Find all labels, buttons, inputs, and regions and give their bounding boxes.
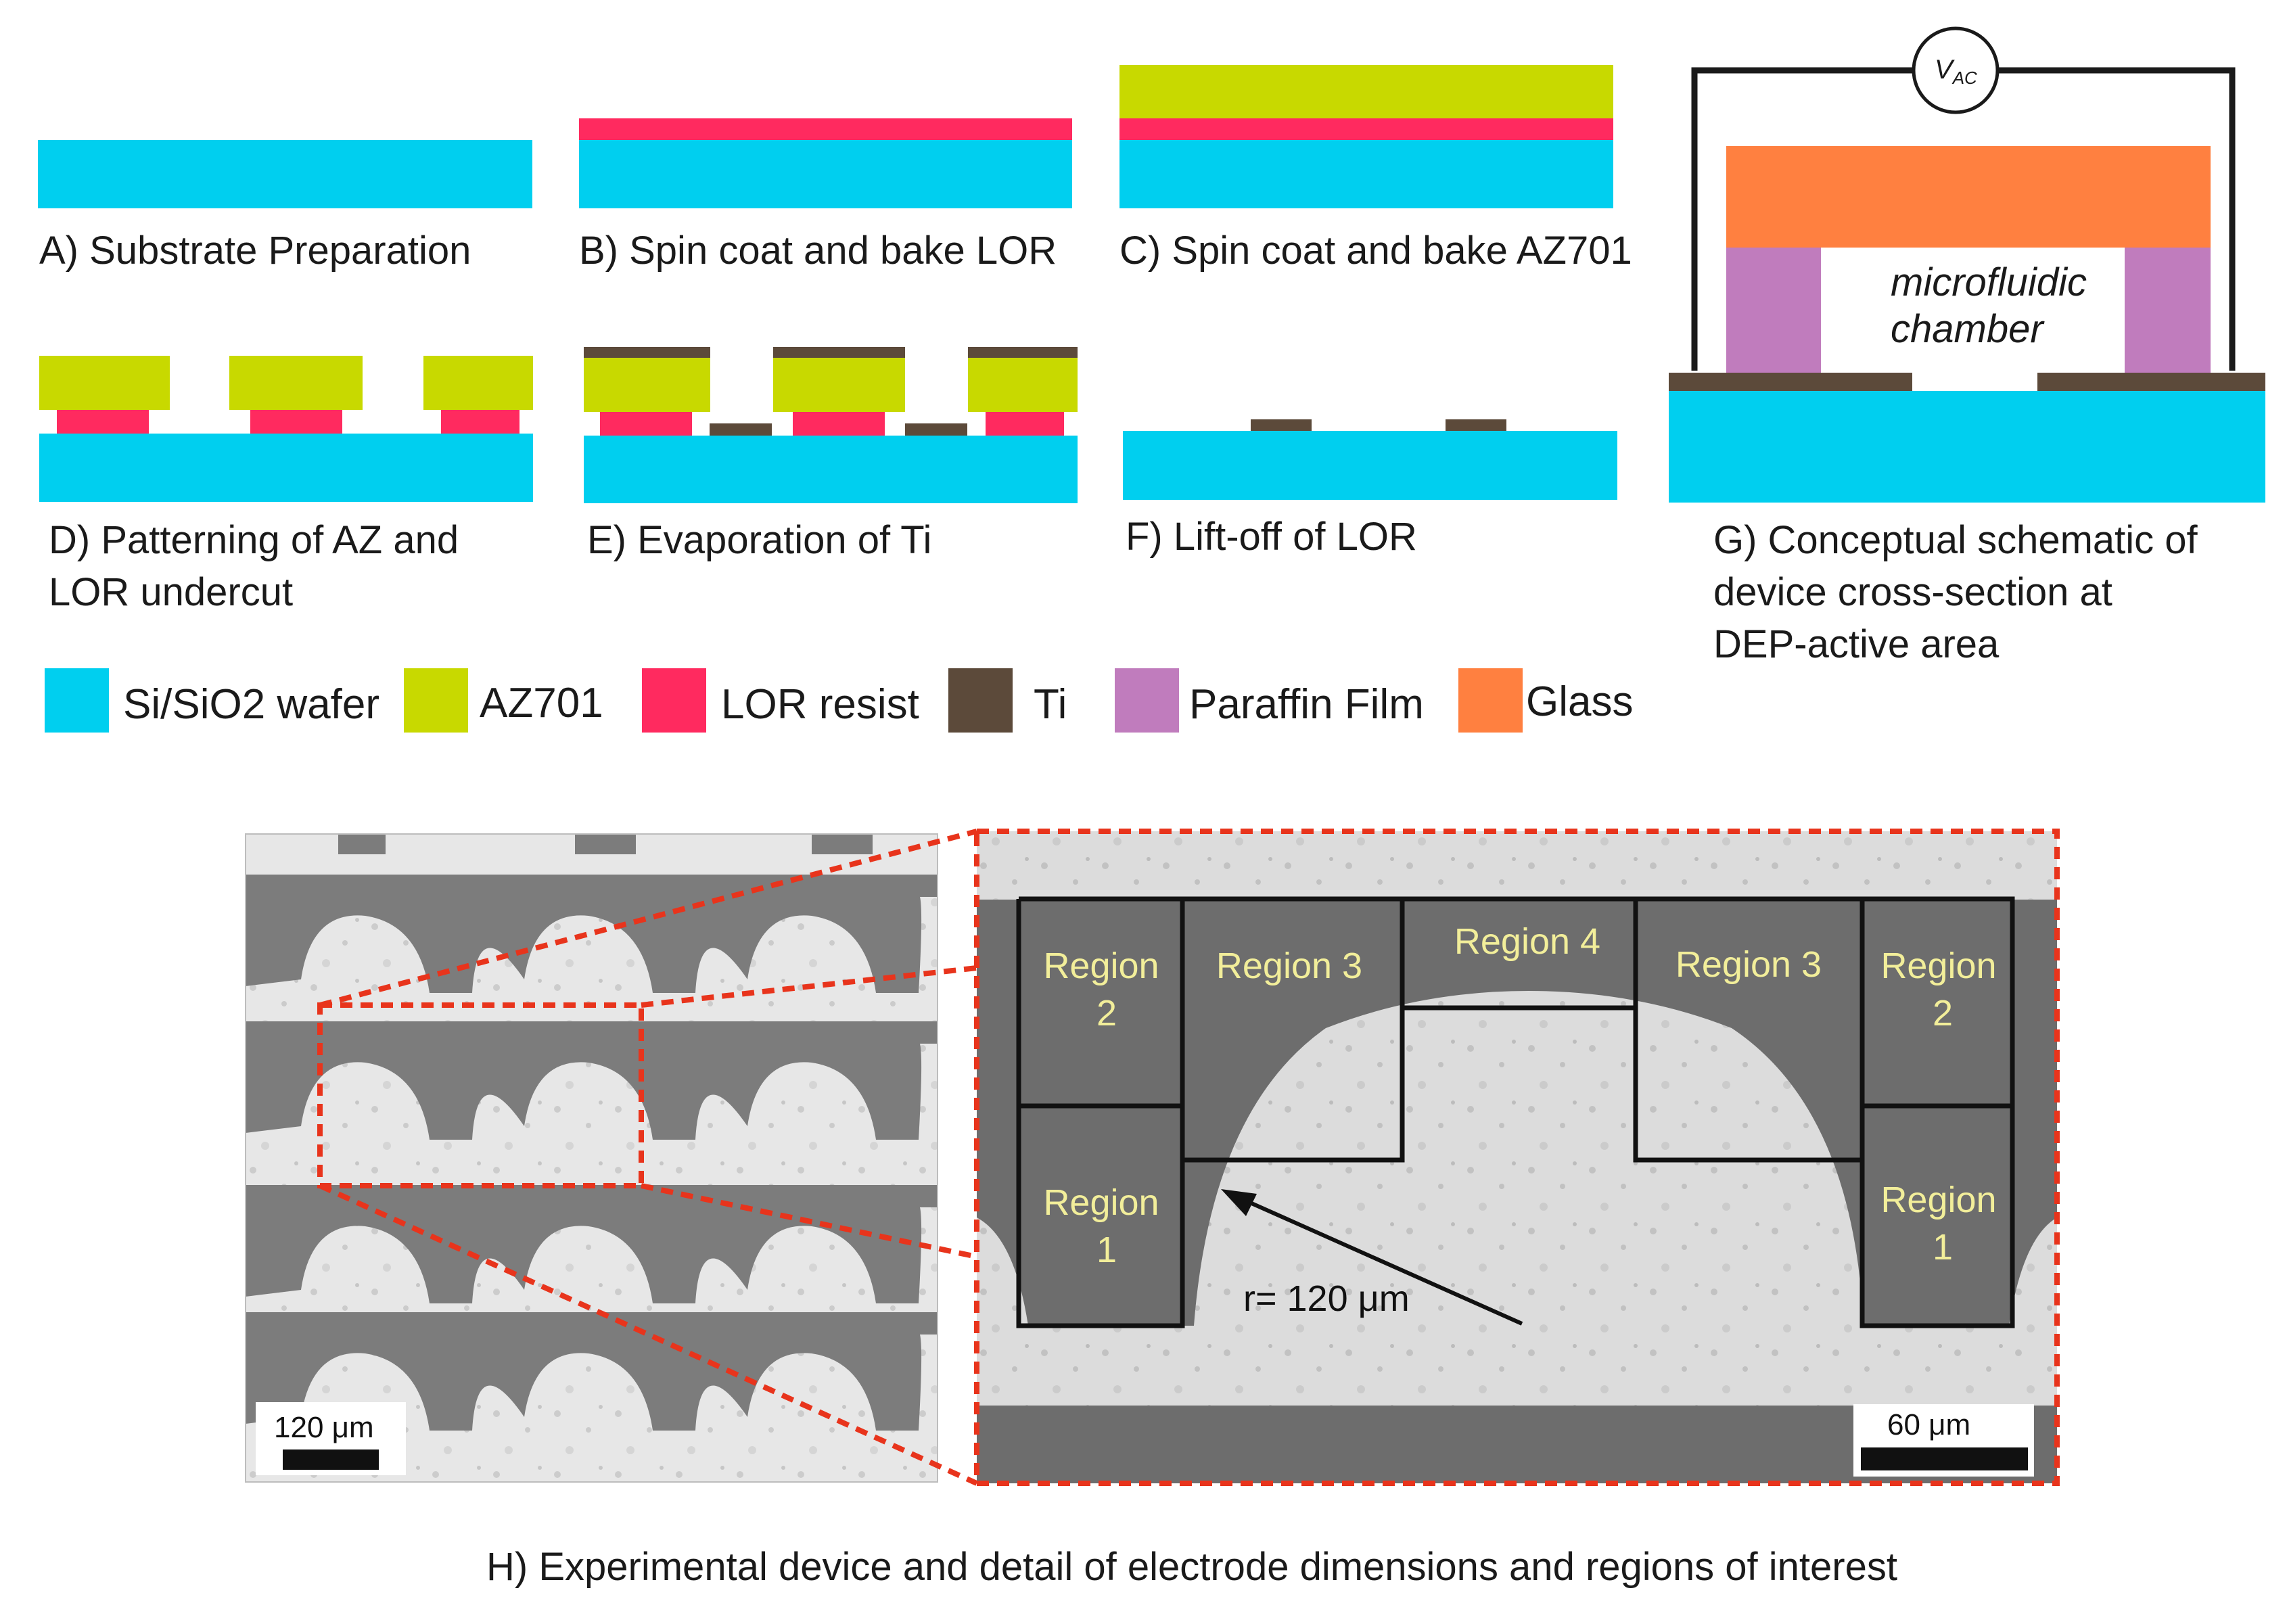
lor-block <box>250 410 342 434</box>
region-1-right-label-line1: Region <box>1880 1180 1996 1220</box>
region-1-right-label-line2: 1 <box>1933 1227 1953 1268</box>
ti-pad <box>905 423 967 436</box>
panel-b: B) Spin coat and bake LOR <box>579 118 1072 273</box>
region-2-left-label-line1: Region <box>1043 946 1159 986</box>
ti-layer <box>968 347 1078 358</box>
zoom-region-box <box>317 1002 644 1188</box>
electrode-row <box>246 1312 938 1431</box>
wafer-layer <box>1119 140 1613 208</box>
chamber-label-line1: microfluidic <box>1891 260 2087 304</box>
ac-source-icon <box>1912 26 2000 114</box>
legend: Si/SiO2 wafer AZ701 LOR resist Ti Paraff… <box>45 668 1633 733</box>
region-1-left-label-line1: Region <box>1043 1182 1159 1223</box>
panel-e: E) Evaporation of Ti <box>584 347 1078 562</box>
az701-block <box>229 356 363 410</box>
legend-swatch-paraffin <box>1115 668 1179 733</box>
panel-g: VAC microfluidic chamber G) Conceptual s… <box>1669 26 2265 666</box>
az701-block <box>773 358 905 412</box>
glass-slide <box>1726 146 2211 248</box>
legend-swatch-wafer <box>45 668 109 733</box>
panel-d: D) Patterning of AZ and LOR undercut <box>39 356 533 614</box>
step-g-caption-line3: DEP-active area <box>1713 622 2000 666</box>
legend-label-glass: Glass <box>1526 678 1633 725</box>
step-e-caption: E) Evaporation of Ti <box>587 518 931 562</box>
figure-caption: H) Experimental device and detail of ele… <box>486 1545 1897 1589</box>
step-g-caption-line1: G) Conceptual schematic of <box>1713 518 2198 562</box>
scale-bar <box>1861 1447 2028 1470</box>
lor-block <box>57 410 149 434</box>
ti-electrode <box>1669 373 1912 391</box>
vac-symbol: VAC <box>1935 55 1977 88</box>
ti-pad <box>710 423 772 436</box>
legend-swatch-az701 <box>404 668 468 733</box>
az701-block <box>39 356 170 410</box>
ti-pad <box>1251 419 1312 432</box>
lor-block <box>600 412 692 436</box>
ti-layer <box>773 347 905 358</box>
legend-swatch-ti <box>948 668 1013 733</box>
lor-layer <box>579 118 1072 141</box>
legend-label-wafer: Si/SiO2 wafer <box>123 681 379 728</box>
micrograph-overview: 120 μm <box>245 833 938 1483</box>
electrode-row <box>246 1185 938 1303</box>
step-g-caption-line2: device cross-section at <box>1713 570 2112 614</box>
micrograph-detail: Region 2 Region 3 Region 4 Region 3 Regi… <box>974 829 2060 1486</box>
az701-block <box>968 358 1078 412</box>
legend-swatch-glass <box>1458 668 1523 733</box>
region-1-left-label-line2: 1 <box>1096 1230 1117 1270</box>
step-d-caption-line2: LOR undercut <box>49 570 293 614</box>
region-4-label: Region 4 <box>1454 921 1600 962</box>
panel-c: C) Spin coat and bake AZ701 <box>1119 65 1632 273</box>
legend-label-paraffin: Paraffin Film <box>1189 681 1424 728</box>
circuit-wire <box>1997 67 2236 371</box>
electrode-row <box>246 875 938 993</box>
wafer-layer <box>579 140 1072 208</box>
radius-arrowhead <box>1221 1189 1257 1216</box>
scale-bar <box>283 1449 379 1470</box>
lor-block <box>986 412 1064 436</box>
paraffin-spacer <box>1726 248 1821 375</box>
az701-block <box>423 356 533 410</box>
scale-bar-label: 120 μm <box>274 1411 374 1444</box>
radius-arrow <box>1237 1195 1523 1326</box>
paraffin-spacer <box>2125 248 2211 375</box>
region-2-left-label-line2: 2 <box>1096 993 1117 1034</box>
panel-f: F) Lift-off of LOR <box>1123 419 1617 559</box>
legend-swatch-lor <box>642 668 706 733</box>
electrode-row <box>246 1021 938 1140</box>
zoom-connectors <box>319 829 978 1486</box>
step-b-caption: B) Spin coat and bake LOR <box>579 229 1057 273</box>
radius-label: r= 120 μm <box>1243 1278 1410 1319</box>
wafer-layer <box>584 436 1078 503</box>
region-3-left-label: Region 3 <box>1216 946 1362 986</box>
circuit-wire <box>1691 67 1914 371</box>
region-2-right-label-line1: Region <box>1880 946 1996 986</box>
step-f-caption: F) Lift-off of LOR <box>1126 515 1417 559</box>
panel-a: A) Substrate Preparation <box>38 140 532 273</box>
legend-label-lor: LOR resist <box>721 681 919 728</box>
az701-layer <box>1119 65 1613 120</box>
wafer-layer <box>38 140 532 208</box>
electrode-dark-region <box>977 900 2057 1326</box>
wafer-layer <box>39 434 533 502</box>
lor-layer <box>1119 118 1613 141</box>
wafer-layer <box>1123 431 1617 500</box>
wafer-layer <box>1669 391 2265 503</box>
scale-bar-label: 60 μm <box>1887 1408 1970 1441</box>
ti-electrode <box>2037 373 2265 391</box>
lor-block <box>793 412 885 436</box>
legend-label-az701: AZ701 <box>480 680 603 726</box>
region-2-right-label-line2: 2 <box>1933 993 1953 1034</box>
legend-label-ti: Ti <box>1034 681 1067 728</box>
lor-block <box>441 410 519 434</box>
ti-pad <box>1446 419 1506 432</box>
step-c-caption: C) Spin coat and bake AZ701 <box>1119 229 1632 273</box>
ti-layer <box>584 347 710 358</box>
az701-block <box>584 358 710 412</box>
step-d-caption-line1: D) Patterning of AZ and <box>49 518 459 562</box>
region-3-right-label: Region 3 <box>1676 944 1822 985</box>
chamber-label-line2: chamber <box>1891 307 2045 351</box>
step-a-caption: A) Substrate Preparation <box>39 229 471 273</box>
